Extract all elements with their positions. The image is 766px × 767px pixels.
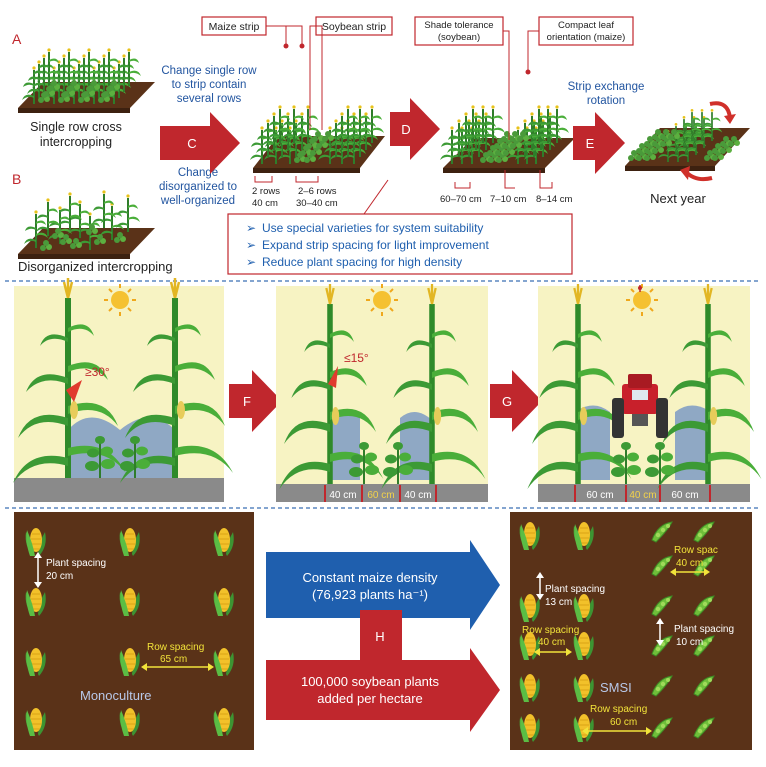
arrow-d-label: D xyxy=(401,122,410,137)
strategy-list-box xyxy=(227,213,573,275)
bullet-arrow-1: ➢ xyxy=(246,221,256,235)
smsi-label: SMSI xyxy=(600,680,632,695)
arrow-d xyxy=(390,98,440,160)
maize-plant xyxy=(36,47,62,87)
angle-30: ≥30° xyxy=(85,365,110,379)
label-b: B xyxy=(12,171,21,187)
constant-maize-2: (76,923 plants ha⁻¹) xyxy=(312,587,428,602)
light-panel-1: ≥30° xyxy=(13,278,233,502)
label-a: A xyxy=(12,31,22,47)
maize-plant xyxy=(57,191,83,231)
cm-65: 65 cm xyxy=(160,654,187,665)
rows-2: 2 rows xyxy=(252,186,280,197)
cm-10: 10 cm xyxy=(676,637,703,648)
smsi-plot: Plant spacing 13 cm Row spacing 40 cm Ro… xyxy=(510,512,752,750)
cm-40-smsi: 40 cm xyxy=(538,637,565,648)
cm-8-14: 8–14 cm xyxy=(536,194,573,205)
plant-spacing-soy: Plant spacing xyxy=(674,624,734,635)
arrow-h-label: H xyxy=(375,629,384,644)
bullet-arrow-2: ➢ xyxy=(246,238,256,252)
cm-60: 60 cm xyxy=(610,717,637,728)
shade-tolerance-2: (soybean) xyxy=(438,32,480,43)
maize-plant xyxy=(116,47,142,87)
arrow-e xyxy=(573,112,625,174)
panel3-spacing-3: 60 cm xyxy=(671,490,698,501)
soy-plants-2: added per hectare xyxy=(317,691,423,706)
cm-40-soy: 40 cm xyxy=(676,558,703,569)
cm-30-40: 30–40 cm xyxy=(296,198,338,209)
strategy-item-1: Use special varieties for system suitabi… xyxy=(262,221,483,235)
cm-13: 13 cm xyxy=(545,597,572,608)
field-disorganized xyxy=(18,189,155,259)
row-spacing-smsi-2: Row spacing xyxy=(590,704,647,715)
monoculture-label: Monoculture xyxy=(80,688,152,703)
soy-plants-1: 100,000 soybean plants xyxy=(301,674,440,689)
compact-leaf-box xyxy=(538,16,634,46)
strategy-item-3: Reduce plant spacing for high density xyxy=(262,255,462,269)
caption-single-row-1: Single row cross xyxy=(30,120,122,134)
soybean-strip-label: Soybean strip xyxy=(322,21,386,33)
compact-leaf-1: Compact leaf xyxy=(558,20,614,31)
panel2-spacing-1: 40 cm xyxy=(329,490,356,501)
shade-tolerance-1: Shade tolerance xyxy=(424,20,493,31)
cm-60-70: 60–70 cm xyxy=(440,194,482,205)
shade-tolerance-box xyxy=(414,16,504,46)
row-spacing-mono: Row spacing xyxy=(147,642,204,653)
constant-maize-1: Constant maize density xyxy=(302,570,438,585)
tractor-icon xyxy=(612,374,668,438)
field-next-year xyxy=(625,108,750,171)
maize-strip-label: Maize strip xyxy=(209,21,260,33)
arrow-g-label: G xyxy=(502,394,512,409)
change-disorganized-2: disorganized to xyxy=(159,181,237,193)
change-single-row-2: to strip contain xyxy=(172,79,247,91)
panel2-spacing-2: 60 cm xyxy=(367,490,394,501)
caption-single-row-2: intercropping xyxy=(40,135,112,149)
rotation-arrow-bottom xyxy=(684,170,713,182)
constant-density-arrow xyxy=(266,540,500,630)
row-spac-soy: Row spac xyxy=(674,545,718,556)
arrow-f-label: F xyxy=(243,394,251,409)
cm-7-10: 7–10 cm xyxy=(490,194,527,205)
angle-15: ≤15° xyxy=(344,351,369,365)
arrow-f xyxy=(229,370,282,432)
field-optimized xyxy=(439,104,575,173)
cm-20: 20 cm xyxy=(46,571,73,582)
maize-plant xyxy=(96,47,122,87)
strategy-item-2: Expand strip spacing for light improveme… xyxy=(262,238,489,252)
panel3-spacing-2: 40 cm xyxy=(629,490,656,501)
rows-2-6: 2–6 rows xyxy=(298,186,337,197)
change-single-row-1: Change single row xyxy=(161,65,257,77)
field-single-row-cross xyxy=(18,47,155,113)
cm-40-top: 40 cm xyxy=(252,198,278,209)
light-panel-2: ≤15° 40 cm 60 cm 40 cm xyxy=(276,284,488,502)
arrow-c-label: C xyxy=(187,136,196,151)
strip-exchange-1: Strip exchange xyxy=(568,81,645,93)
arrow-e-label: E xyxy=(586,136,595,151)
field-strip xyxy=(249,104,385,173)
arrow-c xyxy=(160,112,240,174)
plant-spacing-smsi: Plant spacing xyxy=(545,584,605,595)
change-single-row-3: several rows xyxy=(177,93,242,105)
panel2-spacing-3: 40 cm xyxy=(404,490,431,501)
compact-leaf-2: orientation (maize) xyxy=(547,32,626,43)
soybean-added-arrow xyxy=(266,648,500,732)
plant-spacing-mono: Plant spacing xyxy=(46,558,106,569)
caption-disorganized: Disorganized intercropping xyxy=(18,259,173,274)
bullet-arrow-3: ➢ xyxy=(246,255,256,269)
strip-exchange-2: rotation xyxy=(587,95,625,107)
maize-plant xyxy=(76,47,102,87)
arrow-g xyxy=(490,370,542,432)
change-disorganized-1: Change xyxy=(178,167,218,179)
change-disorganized-3: well-organized xyxy=(160,195,235,207)
light-panel-3: 60 cm 40 cm 60 cm xyxy=(527,284,761,502)
maize-plant xyxy=(56,47,82,87)
connector-h xyxy=(360,610,402,660)
row-spacing-smsi: Row spacing xyxy=(522,625,579,636)
next-year-label: Next year xyxy=(650,191,706,206)
monoculture-plot: Plant spacing 20 cm Row spacing 65 cm Mo… xyxy=(14,512,254,750)
panel3-spacing-1: 60 cm xyxy=(586,490,613,501)
